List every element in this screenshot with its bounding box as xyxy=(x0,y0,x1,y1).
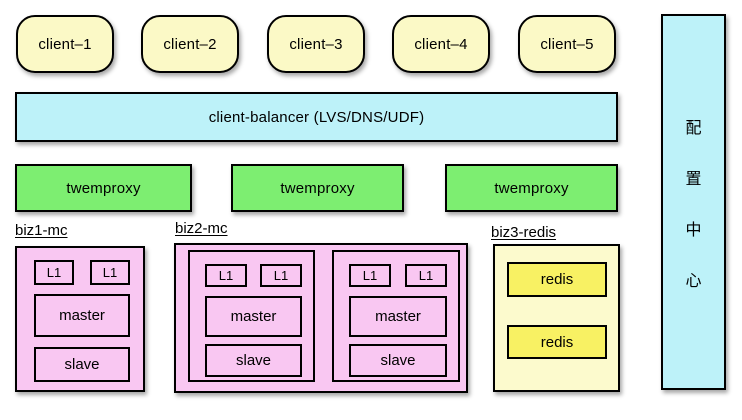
master-node: master xyxy=(34,294,130,337)
l1-cache-node: L1 xyxy=(349,264,391,287)
client-node-5: client–5 xyxy=(518,15,616,73)
master-node: master xyxy=(349,296,447,337)
l1-cache-node: L1 xyxy=(205,264,247,287)
twemproxy-node-3: twemproxy xyxy=(445,164,618,212)
slave-node: slave xyxy=(349,344,447,377)
client-node-2: client–2 xyxy=(141,15,239,73)
cluster-title-biz2-mc: biz2-mc xyxy=(175,220,228,237)
slave-node: slave xyxy=(34,347,130,382)
client-node-3: client–3 xyxy=(267,15,365,73)
shard-box-1: L1 L1 master slave xyxy=(188,250,315,382)
config-center-char: 心 xyxy=(685,272,702,290)
client-balancer-node: client-balancer (LVS/DNS/UDF) xyxy=(15,92,618,142)
cluster-box-biz3-redis: redis redis xyxy=(493,244,620,392)
twemproxy-node-1: twemproxy xyxy=(15,164,192,212)
l1-cache-node: L1 xyxy=(90,260,130,285)
l1-cache-node: L1 xyxy=(34,260,74,285)
slave-node: slave xyxy=(205,344,302,377)
l1-cache-node: L1 xyxy=(405,264,447,287)
cluster-title-biz3-redis: biz3-redis xyxy=(491,224,557,241)
master-node: master xyxy=(205,296,302,337)
cluster-box-biz1-mc: L1 L1 master slave xyxy=(15,246,145,392)
config-center-char: 配 xyxy=(685,119,702,137)
config-center-char: 中 xyxy=(685,221,702,239)
client-node-1: client–1 xyxy=(16,15,114,73)
redis-node: redis xyxy=(507,325,607,359)
cluster-box-biz2-mc: L1 L1 master slave L1 L1 master slave xyxy=(174,243,468,393)
redis-node: redis xyxy=(507,262,607,297)
config-center-char: 置 xyxy=(685,170,702,188)
client-node-4: client–4 xyxy=(392,15,490,73)
shard-box-2: L1 L1 master slave xyxy=(332,250,460,382)
l1-cache-node: L1 xyxy=(260,264,302,287)
twemproxy-node-2: twemproxy xyxy=(231,164,404,212)
cluster-title-biz1-mc: biz1-mc xyxy=(15,222,68,239)
config-center-panel: 配 置 中 心 xyxy=(661,14,726,390)
